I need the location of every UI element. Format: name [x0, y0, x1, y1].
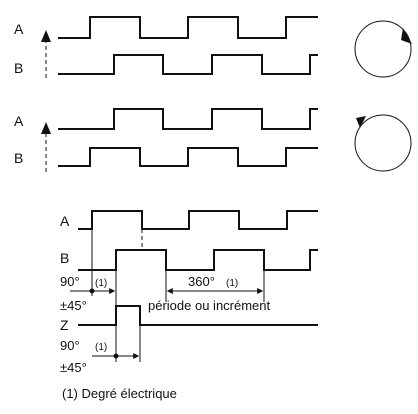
channel-a-waveform: [58, 108, 318, 130]
channel-a-waveform: [78, 210, 318, 230]
channel-b-waveform: [58, 54, 318, 75]
period-label: période ou incrément: [148, 298, 271, 313]
panel-counterclockwise: A B: [14, 108, 412, 172]
channel-b-label: B: [14, 150, 23, 166]
channel-z-label: Z: [60, 317, 69, 333]
channel-a-label: A: [60, 213, 70, 229]
panel-clockwise: A B: [14, 16, 412, 78]
phase-tolerance: ±45°: [60, 298, 87, 313]
arrowhead-icon: [41, 122, 51, 134]
channel-a-waveform: [58, 16, 318, 39]
clockwise-rotation-icon: [354, 20, 412, 78]
period-angle: 360°: [188, 274, 215, 289]
footnote: (1) Degré électrique: [62, 386, 177, 401]
channel-b-label: B: [14, 60, 23, 76]
dimension-dot: [113, 353, 119, 359]
dimension-dot: [89, 288, 95, 294]
index-angle: 90°: [60, 338, 80, 353]
channel-b-waveform: [58, 147, 318, 167]
channel-a-label: A: [14, 113, 24, 129]
arrowhead-icon: [41, 30, 51, 42]
channel-a-label: A: [14, 21, 24, 37]
panel-index-timing: A B Z 90° (1) ±45° 360° (1) période ou i…: [60, 210, 318, 375]
channel-b-label: B: [60, 250, 69, 266]
channel-b-waveform: [78, 249, 318, 271]
phase-angle: 90°: [60, 274, 80, 289]
index-tolerance: ±45°: [60, 360, 87, 375]
counterclockwise-rotation-icon: [354, 114, 412, 172]
index-note: (1): [95, 342, 107, 353]
phase-note: (1): [95, 278, 107, 289]
channel-z-waveform: [78, 305, 318, 326]
period-note: (1): [226, 278, 238, 289]
